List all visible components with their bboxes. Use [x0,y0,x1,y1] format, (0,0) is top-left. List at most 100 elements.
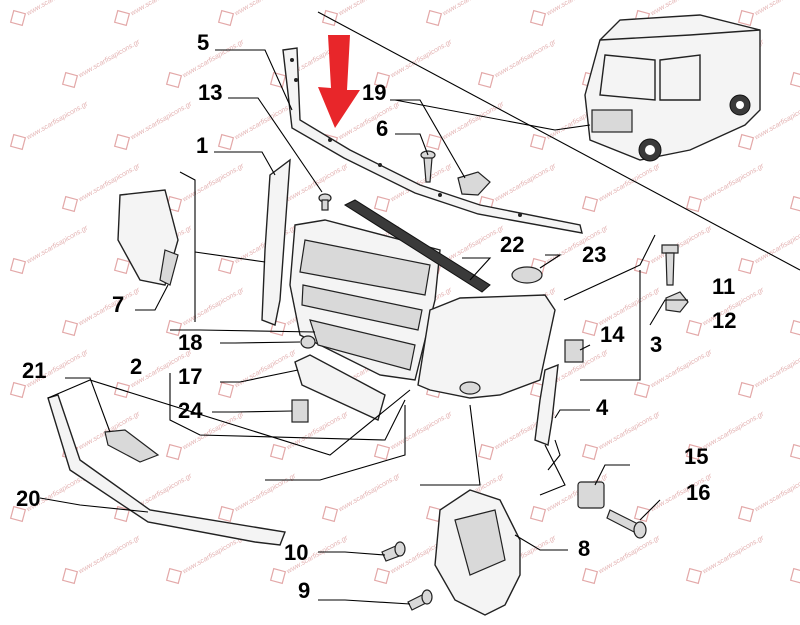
watermark-text: www.scarfisapicons.gr [234,100,298,141]
watermark-logo: www.scarfisapicons.gr [165,162,246,213]
callout-13: 13 [198,80,222,105]
watermark-logo: www.scarfisapicons.gr [477,38,558,89]
part-21-small-panel [104,429,160,463]
part-3-bumper-corner [417,294,556,399]
part-16-screw [606,509,647,539]
watermark-text: www.scarfisapicons.gr [130,0,194,17]
callout-17: 17 [178,364,202,389]
watermark-logo: www.scarfisapicons.gr [373,410,454,461]
watermark-logo: www.scarfisapicons.gr [269,410,350,461]
guide-line [317,11,800,271]
callout-1: 1 [196,133,208,158]
watermark-text: www.scarfisapicons.gr [78,286,142,327]
watermark-text: www.scarfisapicons.gr [338,0,402,17]
callout-15: 15 [684,444,708,469]
watermark-logo: www.scarfisapicons.gr [737,348,800,399]
watermark-logo: www.scarfisapicons.gr [61,534,142,585]
watermark-logo: www.scarfisapicons.gr [425,0,506,27]
callout-7: 7 [112,292,124,317]
callout-18: 18 [178,330,202,355]
watermark-logo: www.scarfisapicons.gr [113,100,194,151]
watermark-text: www.scarfisapicons.gr [26,100,90,141]
watermark-text: www.scarfisapicons.gr [754,224,800,265]
part-9-screw [407,589,433,611]
watermark-text: www.scarfisapicons.gr [494,38,558,79]
watermark-text: www.scarfisapicons.gr [702,534,766,575]
part-19-mounting-bracket [457,171,491,196]
part-13-clip [318,193,332,211]
callout-9: 9 [298,578,310,603]
watermark-text: www.scarfisapicons.gr [26,0,90,17]
watermark-logo: www.scarfisapicons.gr [789,319,800,337]
part-20-lower-spoiler [47,394,286,546]
watermark-text: www.scarfisapicons.gr [390,410,454,451]
watermark-text: www.scarfisapicons.gr [78,534,142,575]
callout-4: 4 [596,395,609,420]
callout-5: 5 [197,30,209,55]
watermark-logo: www.scarfisapicons.gr [321,472,402,523]
part-23-round-clip [511,266,543,284]
watermark-logo: www.scarfisapicons.gr [737,472,800,523]
part-18-emblem [300,335,316,349]
callout-12: 12 [712,308,736,333]
watermark-text: www.scarfisapicons.gr [754,0,800,17]
watermark-text: www.scarfisapicons.gr [234,0,298,17]
callout-24: 24 [178,398,203,423]
watermark-logo: www.scarfisapicons.gr [685,162,766,213]
callout-22: 22 [500,232,524,257]
watermark-text: www.scarfisapicons.gr [650,0,714,17]
watermark-text: www.scarfisapicons.gr [338,472,402,513]
part-24-clip [291,399,309,423]
part-22-mesh-strip [343,199,491,293]
watermark-logo: www.scarfisapicons.gr [789,71,800,89]
watermark-logo: www.scarfisapicons.gr [789,443,800,461]
watermark-text: www.scarfisapicons.gr [182,286,246,327]
watermark-logo: www.scarfisapicons.gr [9,348,90,399]
guide-line [394,99,556,131]
watermark-text: www.scarfisapicons.gr [234,472,298,513]
part-5-top-moulding [282,47,583,234]
watermark-logo: www.scarfisapicons.gr [217,0,298,27]
part-4-arch-trim [534,363,559,446]
watermark-text: www.scarfisapicons.gr [494,162,558,203]
watermark-logo: www.scarfisapicons.gr [9,224,90,275]
part-1-side-trim [261,158,291,326]
watermark-logo: www.scarfisapicons.gr [61,286,142,337]
watermark-logo: www.scarfisapicons.gr [581,534,662,585]
watermark-logo: www.scarfisapicons.gr [737,0,800,27]
watermark-logo: www.scarfisapicons.gr [529,0,610,27]
callout-21: 21 [22,358,46,383]
watermark-logo: www.scarfisapicons.gr [9,100,90,151]
watermark-text: www.scarfisapicons.gr [26,224,90,265]
callout-14: 14 [600,322,625,347]
watermark-logo: www.scarfisapicons.gr [217,472,298,523]
callout-20: 20 [16,486,40,511]
red-down-arrow-icon [318,35,360,128]
part-18-grille [289,219,441,381]
watermark-text: www.scarfisapicons.gr [598,162,662,203]
part-14-bracket [564,339,584,363]
callout-23: 23 [582,242,606,267]
callout-6: 6 [376,116,388,141]
callout-11: 11 [712,274,735,299]
part-11-bolt [661,244,679,286]
watermark-logo: www.scarfisapicons.gr [113,0,194,27]
part-12-nut [665,291,689,313]
watermark-text: www.scarfisapicons.gr [650,224,714,265]
watermark-logo: www.scarfisapicons.gr [581,410,662,461]
watermark-logo: www.scarfisapicons.gr [581,162,662,213]
watermark-text: www.scarfisapicons.gr [598,534,662,575]
watermark-text: www.scarfisapicons.gr [442,0,506,17]
watermark-text: www.scarfisapicons.gr [754,348,800,389]
callout-8: 8 [578,536,590,561]
part-15-clip [577,481,605,509]
watermark-logo: www.scarfisapicons.gr [165,410,246,461]
watermark-logo: www.scarfisapicons.gr [633,348,714,399]
part-17-lower-grille [294,354,386,421]
watermark-logo: www.scarfisapicons.gr [217,224,298,275]
watermark-logo: www.scarfisapicons.gr [217,100,298,151]
watermark-text: www.scarfisapicons.gr [286,162,350,203]
watermark-text: www.scarfisapicons.gr [182,38,246,79]
